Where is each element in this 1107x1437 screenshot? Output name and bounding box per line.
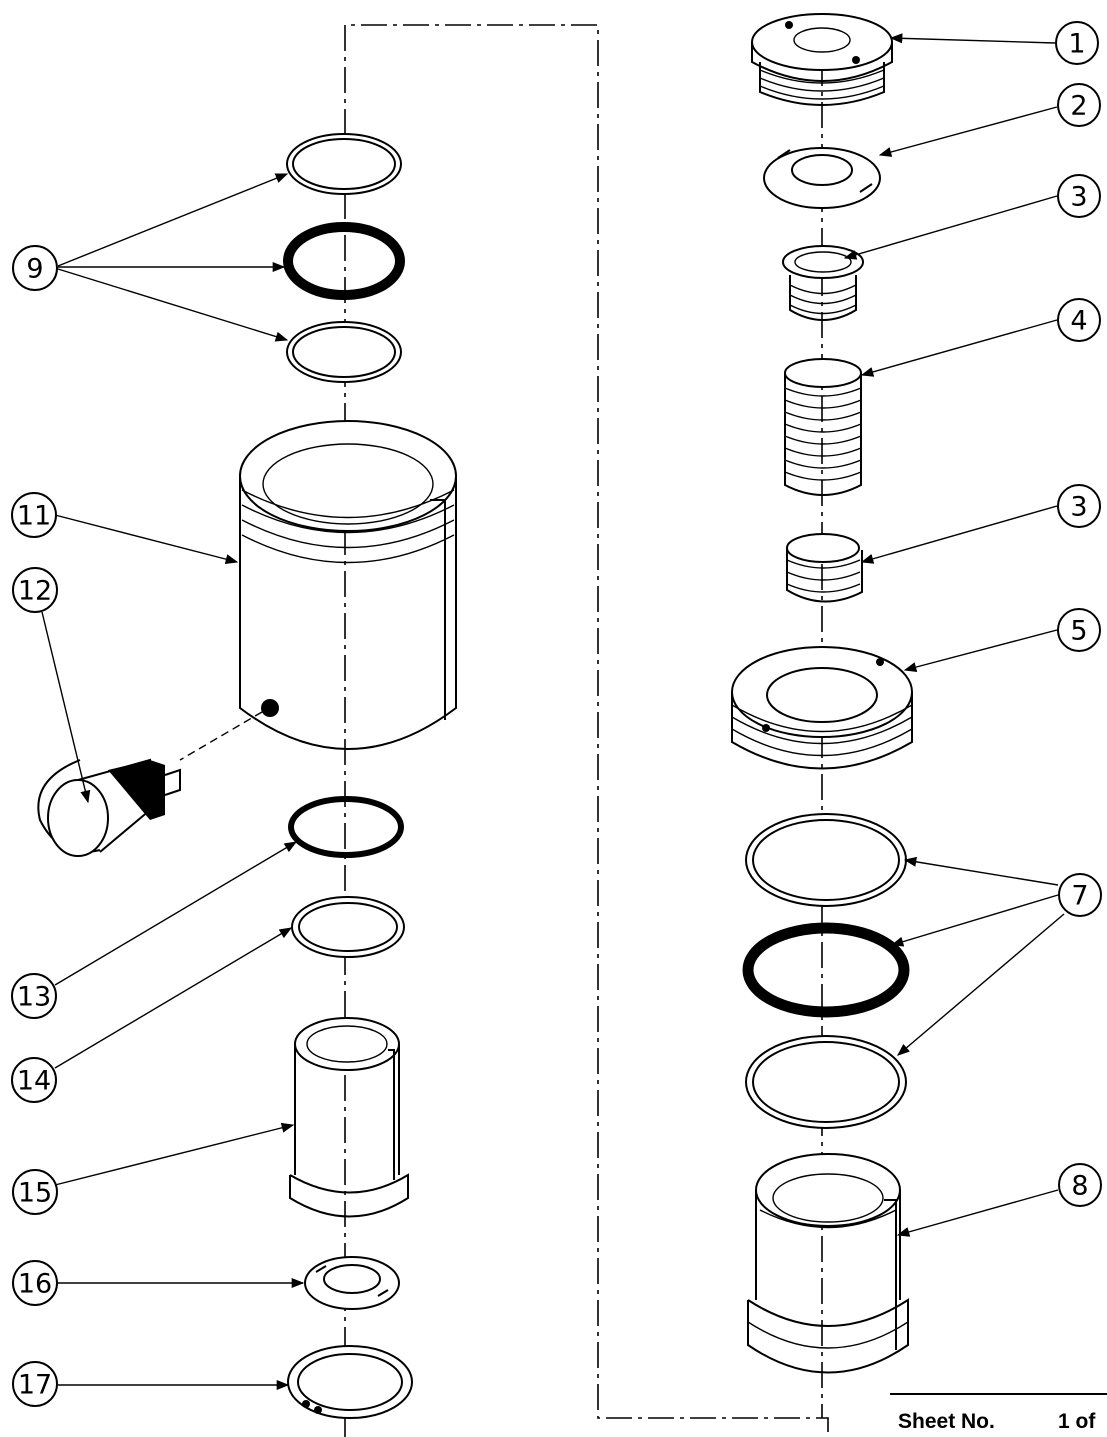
footer-rule (890, 1393, 1107, 1395)
callout-1: 1 (1055, 21, 1099, 65)
callout-9: 9 (12, 245, 58, 291)
callout-12: 12 (12, 567, 58, 613)
callout-13: 13 (11, 973, 57, 1019)
part-3-upper-bushing (782, 245, 864, 321)
callout-16-label: 16 (18, 1269, 52, 1300)
callout-1-label: 1 (1068, 29, 1085, 60)
callout-2: 2 (1057, 83, 1101, 127)
part-14-backup-ring (291, 896, 405, 958)
centerlines (344, 24, 829, 1437)
part-13-oring (288, 796, 404, 858)
callout-12-label: 12 (18, 576, 52, 607)
sheet-number-value: 1 of (1058, 1410, 1096, 1433)
callout-5-label: 5 (1070, 616, 1087, 647)
callout-5: 5 (1057, 608, 1101, 652)
part-17-retaining-ring (287, 1345, 413, 1419)
callout-4: 4 (1057, 298, 1101, 342)
callout-11-label: 11 (17, 501, 51, 532)
part-12-coupler (37, 758, 181, 857)
leader-lines (41, 33, 1065, 1391)
sheet-number-label: Sheet No. (898, 1410, 995, 1433)
callout-2-label: 2 (1070, 91, 1087, 122)
callout-7-label: 7 (1071, 881, 1088, 912)
callout-9-label: 9 (26, 254, 43, 285)
callout-8: 8 (1058, 1163, 1102, 1207)
part-11-cylinder-body (179, 420, 457, 761)
callout-3-lower-label: 3 (1070, 492, 1087, 523)
part-16-split-washer (304, 1256, 400, 1310)
callout-14-label: 14 (17, 1066, 51, 1097)
callout-17-label: 17 (18, 1370, 52, 1401)
part-8-base-cylinder (747, 1153, 909, 1374)
callout-15-label: 15 (18, 1178, 52, 1209)
callout-3-lower: 3 (1057, 484, 1101, 528)
callout-4-label: 4 (1070, 306, 1087, 337)
part-7-seal-set (742, 813, 910, 1129)
callout-16: 16 (12, 1260, 58, 1306)
callout-3-upper: 3 (1057, 174, 1101, 218)
part-3-lower-bushing (786, 533, 863, 603)
callout-17: 17 (12, 1361, 58, 1407)
part-1-gland-nut (751, 13, 893, 106)
callout-3-upper-label: 3 (1070, 182, 1087, 213)
part-15-sleeve (289, 1017, 409, 1218)
part-2-split-washer (763, 147, 881, 209)
left-to-right-chain-line (344, 24, 829, 1437)
callout-13-label: 13 (17, 982, 51, 1013)
part-5-ring-nut (731, 646, 913, 770)
callout-15: 15 (12, 1169, 58, 1215)
part-4-threaded-sleeve (784, 358, 862, 496)
callout-11: 11 (11, 492, 57, 538)
callout-7: 7 (1058, 873, 1102, 917)
part-9-seal-set (283, 133, 405, 383)
callout-14: 14 (11, 1057, 57, 1103)
callout-8-label: 8 (1071, 1171, 1088, 1202)
